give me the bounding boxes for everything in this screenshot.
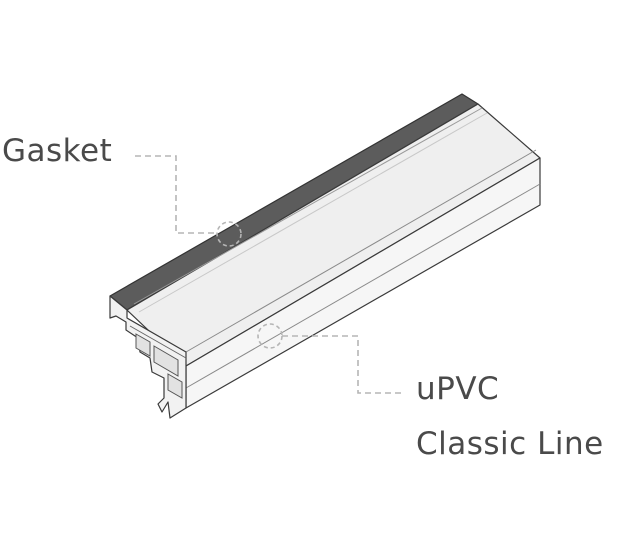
chamber-outline (153, 345, 179, 377)
groove-line (133, 107, 483, 305)
edge-line (185, 183, 541, 389)
groove-line (138, 112, 488, 313)
upvc-leader-line (282, 335, 402, 394)
chamber-outline (167, 373, 183, 399)
chamber-wall (129, 325, 187, 359)
profile-end-section (109, 295, 187, 419)
gasket-label: Gasket (2, 133, 113, 169)
edge-line (185, 149, 537, 353)
chamber-outline (135, 333, 151, 357)
material-label: uPVC (416, 371, 500, 407)
gasket-callout-circle (216, 221, 242, 247)
gasket-leader-line (135, 155, 218, 234)
series-label: Classic Line (416, 426, 604, 462)
